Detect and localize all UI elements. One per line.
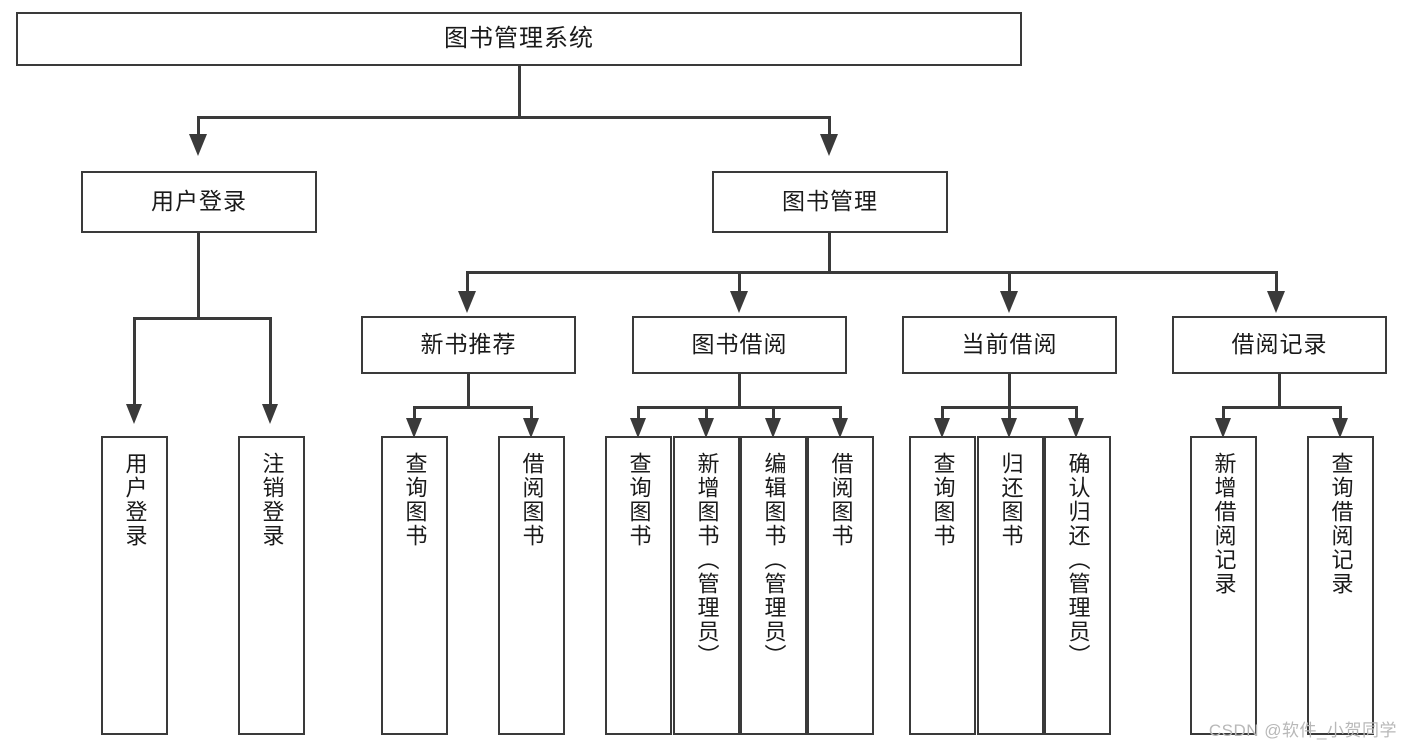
connector-level3-bus xyxy=(466,271,1278,274)
arrow-to-leaf-borrow-book-2 xyxy=(832,418,848,438)
connector-borrow-record-stem xyxy=(1278,374,1281,409)
arrow-to-leaf-return-book xyxy=(1001,418,1017,438)
node-label: 用户登录 xyxy=(151,188,247,215)
leaf-add-borrow-record[interactable]: 新增借阅记录 xyxy=(1190,436,1257,735)
arrow-to-leaf-query-book-1 xyxy=(406,418,422,438)
leaf-logout-login[interactable]: 注销登录 xyxy=(238,436,305,735)
node-label: 注销登录 xyxy=(259,452,285,548)
node-label: 新增借阅记录 xyxy=(1211,452,1237,596)
node-root-system[interactable]: 图书管理系统 xyxy=(16,12,1022,66)
leaf-query-book-2[interactable]: 查询图书 xyxy=(605,436,672,735)
arrow-to-new-book-recommend xyxy=(458,291,476,313)
connector-level3-leg-3 xyxy=(1008,271,1011,293)
arrow-to-leaf-add-borrow-record xyxy=(1215,418,1231,438)
watermark-text: CSDN @软件_小贺同学 xyxy=(1208,721,1397,740)
connector-book-borrow-stem xyxy=(738,374,741,409)
leaf-edit-book[interactable]: 编辑图书（管理员） xyxy=(740,436,807,735)
leaf-user-login[interactable]: 用户登录 xyxy=(101,436,168,735)
node-label: 查询借阅记录 xyxy=(1328,452,1354,596)
connector-user-login-leafleg-1 xyxy=(133,317,136,407)
leaf-return-book[interactable]: 归还图书 xyxy=(977,436,1044,735)
node-label: 新增图书（管理员） xyxy=(694,452,720,668)
connector-level3-leg-2 xyxy=(738,271,741,293)
node-book-borrow[interactable]: 图书借阅 xyxy=(632,316,847,374)
arrow-to-leaf-query-book-3 xyxy=(934,418,950,438)
connector-user-login-stem xyxy=(197,233,200,319)
connector-level2-bus xyxy=(197,116,831,119)
leaf-borrow-book-1[interactable]: 借阅图书 xyxy=(498,436,565,735)
connector-current-borrow-leafleg-3 xyxy=(1075,406,1078,422)
node-label: 借阅记录 xyxy=(1231,331,1328,358)
arrow-to-user-login xyxy=(189,134,207,156)
arrow-to-leaf-confirm-return xyxy=(1068,418,1084,438)
connector-borrow-record-leafleg-2 xyxy=(1339,406,1342,422)
connector-user-login-leafbus xyxy=(133,317,272,320)
leaf-query-book-3[interactable]: 查询图书 xyxy=(909,436,976,735)
connector-book-borrow-leafleg-4 xyxy=(839,406,842,422)
connector-book-borrow-leafleg-3 xyxy=(772,406,775,422)
connector-root-stem xyxy=(518,66,521,118)
node-borrow-record[interactable]: 借阅记录 xyxy=(1172,316,1387,374)
node-label: 查询图书 xyxy=(626,452,652,548)
connector-book-management-stem xyxy=(828,233,831,273)
node-label: 查询图书 xyxy=(930,452,956,548)
connector-new-book-leafleg-1 xyxy=(413,406,416,422)
connector-level3-leg-1 xyxy=(466,271,469,293)
node-label: 编辑图书（管理员） xyxy=(761,452,787,668)
connector-level2-leg-right xyxy=(828,116,831,136)
leaf-add-book[interactable]: 新增图书（管理员） xyxy=(673,436,740,735)
node-user-login[interactable]: 用户登录 xyxy=(81,171,317,233)
connector-new-book-stem xyxy=(467,374,470,409)
arrow-to-leaf-query-book-2 xyxy=(630,418,646,438)
arrow-to-book-management xyxy=(820,134,838,156)
arrow-to-leaf-logout-login xyxy=(262,404,278,424)
leaf-query-borrow-record[interactable]: 查询借阅记录 xyxy=(1307,436,1374,735)
leaf-borrow-book-2[interactable]: 借阅图书 xyxy=(807,436,874,735)
leaf-confirm-return[interactable]: 确认归还（管理员） xyxy=(1044,436,1111,735)
arrow-to-leaf-edit-book xyxy=(765,418,781,438)
connector-user-login-leafleg-2 xyxy=(269,317,272,407)
node-label: 图书借阅 xyxy=(691,331,788,358)
arrow-to-leaf-query-borrow-record xyxy=(1332,418,1348,438)
connector-current-borrow-stem xyxy=(1008,374,1011,409)
node-label: 用户登录 xyxy=(122,452,148,548)
leaf-query-book-1[interactable]: 查询图书 xyxy=(381,436,448,735)
arrow-to-borrow-record xyxy=(1267,291,1285,313)
node-label: 新书推荐 xyxy=(420,331,517,358)
node-new-book-recommend[interactable]: 新书推荐 xyxy=(361,316,576,374)
node-label: 确认归还（管理员） xyxy=(1065,452,1091,668)
arrow-to-current-borrow xyxy=(1000,291,1018,313)
node-label: 归还图书 xyxy=(998,452,1024,548)
connector-book-borrow-leafleg-1 xyxy=(637,406,640,422)
arrow-to-leaf-borrow-book-1 xyxy=(523,418,539,438)
connector-borrow-record-leafleg-1 xyxy=(1222,406,1225,422)
connector-book-borrow-leafleg-2 xyxy=(705,406,708,422)
arrow-to-book-borrow xyxy=(730,291,748,313)
arrow-to-leaf-user-login xyxy=(126,404,142,424)
connector-level3-leg-4 xyxy=(1275,271,1278,293)
node-label: 图书管理系统 xyxy=(444,24,594,52)
connector-current-borrow-leafleg-2 xyxy=(1008,406,1011,422)
node-label: 借阅图书 xyxy=(519,452,545,548)
node-label: 查询图书 xyxy=(402,452,428,548)
arrow-to-leaf-add-book xyxy=(698,418,714,438)
node-book-management[interactable]: 图书管理 xyxy=(712,171,948,233)
connector-new-book-leafbus xyxy=(413,406,533,409)
node-label: 借阅图书 xyxy=(828,452,854,548)
connector-borrow-record-leafbus xyxy=(1222,406,1342,409)
node-current-borrow[interactable]: 当前借阅 xyxy=(902,316,1117,374)
connector-level2-leg-left xyxy=(197,116,200,136)
node-label: 图书管理 xyxy=(782,188,878,215)
connector-new-book-leafleg-2 xyxy=(530,406,533,422)
connector-current-borrow-leafleg-1 xyxy=(941,406,944,422)
node-label: 当前借阅 xyxy=(961,331,1058,358)
connector-book-borrow-leafbus xyxy=(637,406,842,409)
